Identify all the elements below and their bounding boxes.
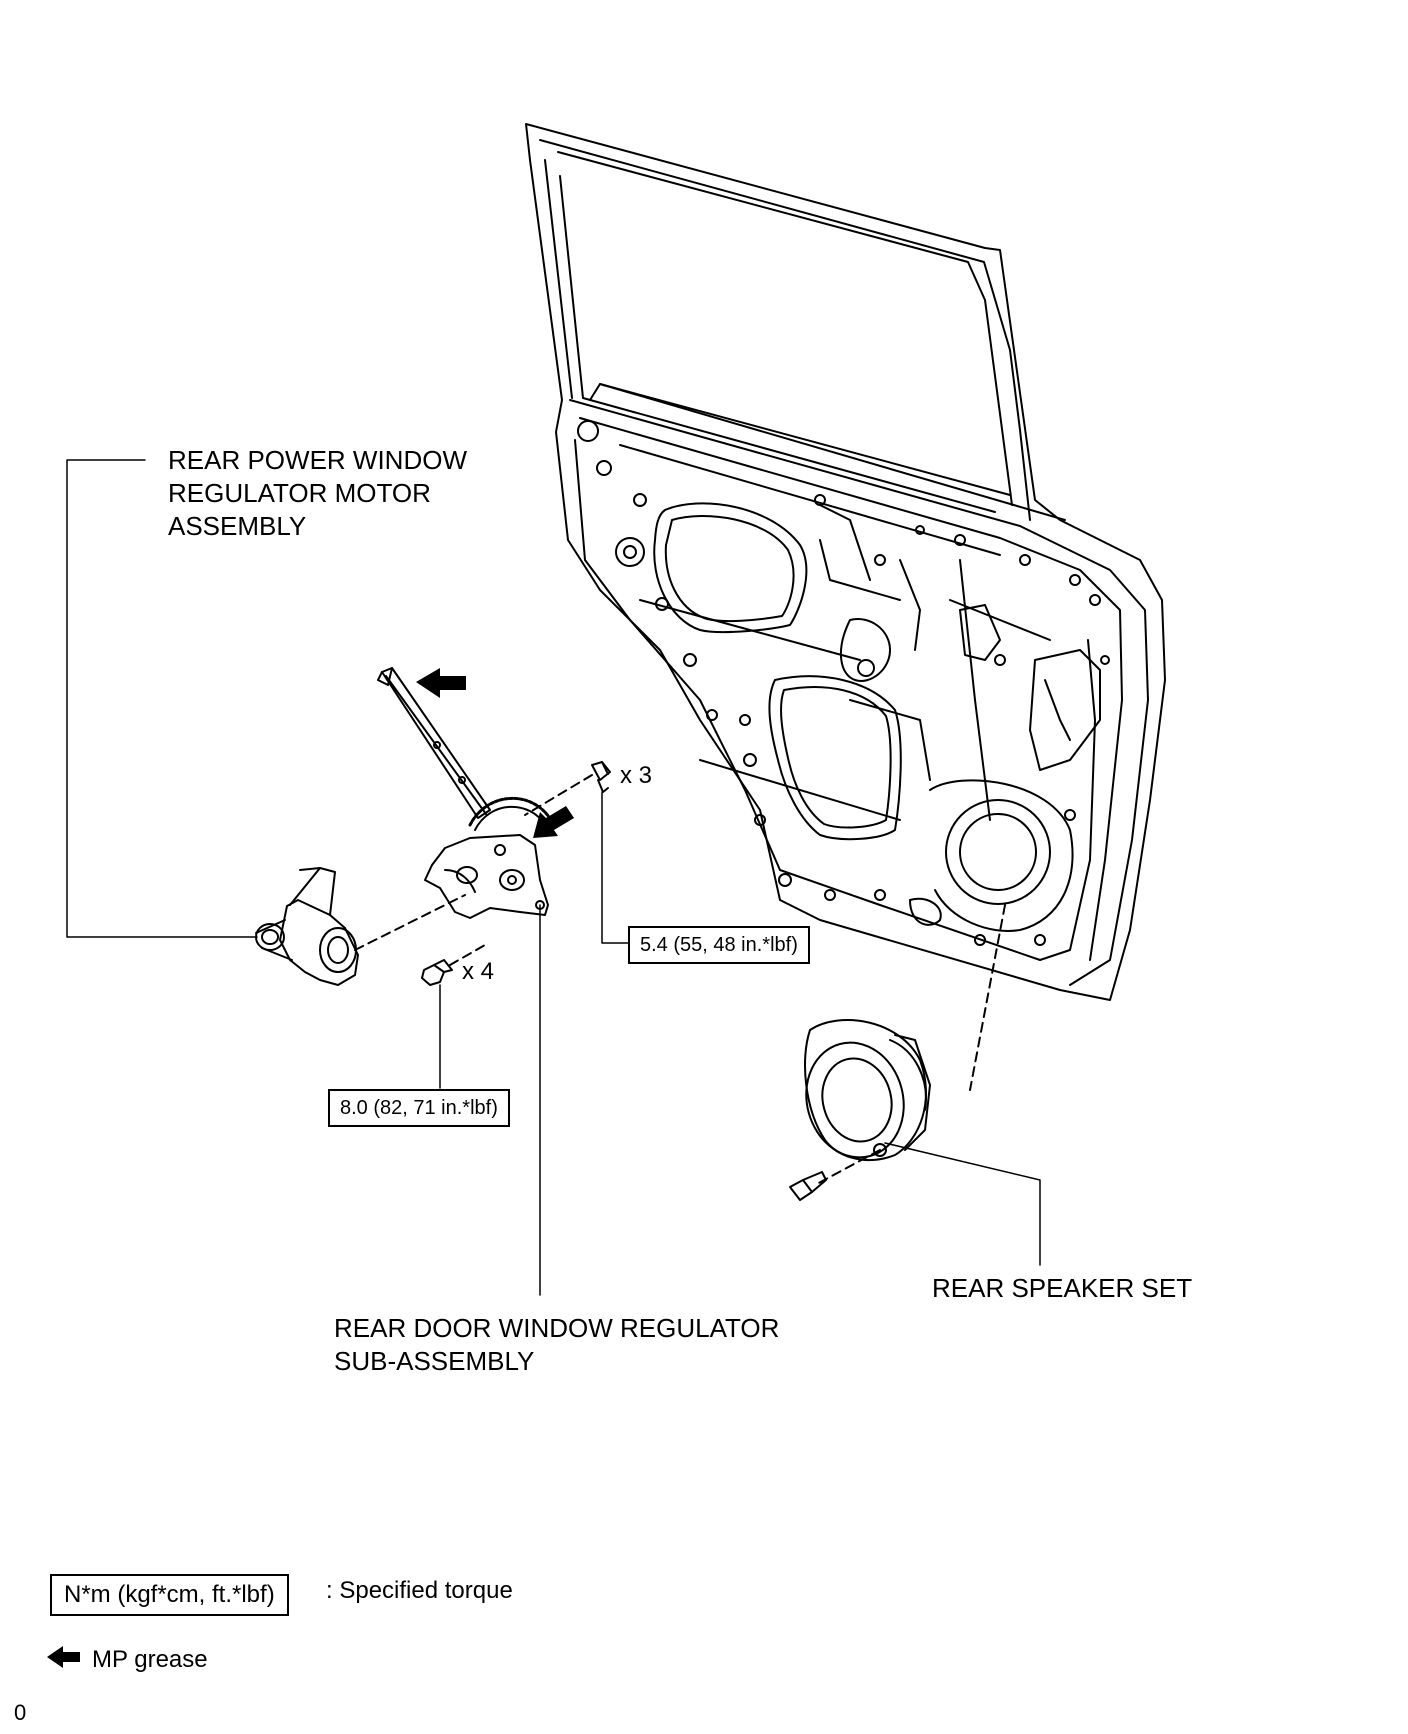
speaker-label: REAR SPEAKER SET xyxy=(932,1273,1193,1303)
legend-torque-unit: N*m (kgf*cm, ft.*lbf) xyxy=(50,1574,289,1616)
rear-door-panel xyxy=(525,123,1166,1001)
regulator-bolt-dash xyxy=(524,774,593,816)
grease-arrow-legend xyxy=(47,1646,80,1668)
regulator-bolt-qty: x 3 xyxy=(620,762,653,789)
legend-grease-desc: MP grease xyxy=(92,1646,208,1673)
motor-bolt-qty: x 4 xyxy=(462,958,495,985)
speaker-dash-line xyxy=(969,904,1006,1091)
motor-bolt-torque: 8.0 (82, 71 in.*lbf) xyxy=(328,1089,510,1127)
figure-code: 0 xyxy=(14,1700,27,1725)
motor-dash-line xyxy=(354,894,466,951)
regulator-bolt xyxy=(591,761,611,793)
window-regulator xyxy=(377,667,554,919)
regulator-bolt-leader xyxy=(601,791,629,944)
regulator-label-line1: REAR DOOR WINDOW REGULATOR xyxy=(334,1313,780,1343)
window-motor xyxy=(255,867,359,986)
grease-arrow-lower xyxy=(533,806,574,838)
rear-speaker xyxy=(804,1019,931,1161)
regulator-label-line2: SUB-ASSEMBLY xyxy=(334,1346,535,1376)
regulator-bolt-torque: 5.4 (55, 48 in.*lbf) xyxy=(628,926,810,964)
grease-arrow-upper xyxy=(416,668,466,698)
motor-bolt-dash xyxy=(449,944,486,966)
motor-bolt xyxy=(421,959,453,986)
speaker-leader xyxy=(884,1142,1041,1266)
legend-torque-desc: : Specified torque xyxy=(326,1577,513,1604)
motor-label-line1: REAR POWER WINDOW xyxy=(168,445,467,475)
motor-leader xyxy=(66,459,258,938)
motor-label-line3: ASSEMBLY xyxy=(168,511,307,541)
motor-label-line2: REGULATOR MOTOR xyxy=(168,478,431,508)
speaker-screw xyxy=(789,1171,827,1201)
